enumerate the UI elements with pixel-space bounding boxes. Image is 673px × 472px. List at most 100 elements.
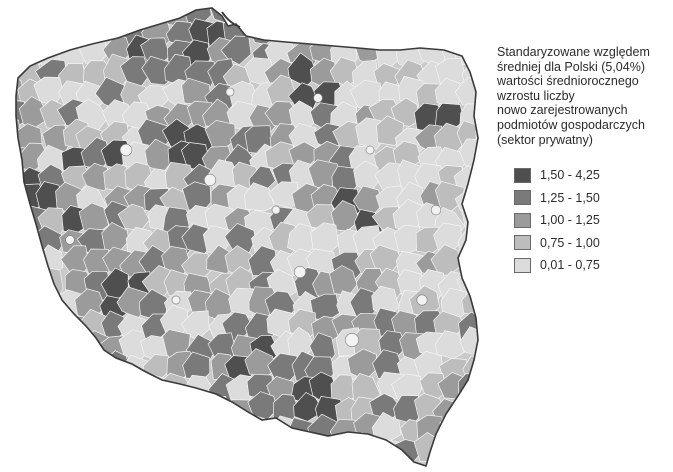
county-region bbox=[312, 459, 343, 466]
county-region bbox=[476, 164, 478, 193]
county-region bbox=[224, 463, 259, 466]
county-region bbox=[139, 396, 170, 425]
county-region bbox=[460, 8, 478, 25]
county-region bbox=[161, 436, 194, 466]
county-region bbox=[16, 373, 26, 403]
county-region bbox=[203, 438, 233, 466]
county-region bbox=[180, 417, 211, 451]
county-region bbox=[159, 461, 191, 466]
county-region bbox=[16, 398, 44, 427]
county-region bbox=[16, 248, 26, 280]
county-region bbox=[390, 97, 421, 127]
county-region bbox=[354, 8, 387, 30]
county-region bbox=[475, 351, 478, 385]
county-region bbox=[81, 162, 112, 191]
county-region bbox=[98, 392, 131, 425]
legend-title: Standaryzowane względem średniej dla Pol… bbox=[497, 45, 669, 147]
legend-title-line: Standaryzowane względem bbox=[497, 45, 650, 59]
county-region bbox=[397, 11, 430, 46]
county-region bbox=[16, 38, 25, 69]
county-region bbox=[60, 14, 89, 44]
legend-swatch bbox=[514, 257, 531, 273]
county-region bbox=[37, 392, 71, 421]
county-region bbox=[265, 461, 296, 466]
legend-label: 0,75 - 1,00 bbox=[540, 235, 600, 250]
county-region bbox=[375, 13, 407, 43]
legend-item: 1,00 - 1,25 bbox=[514, 209, 600, 232]
county-region bbox=[139, 418, 172, 449]
county-region bbox=[123, 440, 158, 466]
legend-title-line: (sektor prywatny) bbox=[497, 132, 593, 147]
legend-label: 1,00 - 1,25 bbox=[540, 213, 600, 228]
county-region bbox=[267, 8, 300, 26]
county-region bbox=[34, 457, 67, 466]
county-region bbox=[120, 377, 152, 406]
legend-label: 1,25 - 1,50 bbox=[540, 190, 600, 205]
city-enclave bbox=[293, 265, 307, 279]
county-region bbox=[459, 326, 478, 357]
county-region bbox=[244, 8, 278, 28]
county-region bbox=[480, 313, 507, 339]
county-region bbox=[81, 394, 109, 422]
county-region bbox=[124, 396, 154, 424]
county-region bbox=[19, 18, 47, 46]
county-region bbox=[431, 8, 463, 25]
county-region bbox=[34, 369, 65, 400]
county-region bbox=[122, 8, 156, 28]
legend-item: 0,01 - 0,75 bbox=[514, 254, 600, 277]
county-region bbox=[314, 8, 346, 28]
county-region bbox=[56, 392, 88, 422]
county-region bbox=[481, 371, 509, 401]
county-regions bbox=[16, 0, 511, 466]
county-region bbox=[164, 389, 194, 420]
county-region bbox=[16, 355, 44, 382]
county-region bbox=[98, 8, 132, 25]
county-region bbox=[78, 441, 106, 466]
county-region bbox=[54, 417, 84, 450]
county-region bbox=[457, 230, 478, 258]
county-region bbox=[63, 375, 91, 406]
county-region bbox=[461, 246, 478, 279]
county-region bbox=[439, 437, 467, 466]
county-region bbox=[482, 329, 511, 356]
county-region bbox=[419, 8, 451, 28]
county-region bbox=[16, 352, 26, 387]
legend-label: 0,01 - 0,75 bbox=[540, 258, 600, 273]
county-region bbox=[202, 395, 231, 428]
county-region bbox=[271, 436, 301, 466]
county-region bbox=[244, 453, 276, 466]
city-enclave bbox=[65, 235, 75, 245]
county-region bbox=[35, 438, 65, 466]
county-region bbox=[36, 347, 68, 382]
legend-title-line: wartości średniorocznego bbox=[497, 74, 639, 89]
county-region bbox=[206, 460, 236, 466]
county-region bbox=[484, 0, 511, 28]
county-region bbox=[54, 356, 87, 387]
county-region bbox=[16, 437, 21, 466]
county-region bbox=[182, 455, 212, 466]
legend-title-line: podmiotów gospodarczych bbox=[497, 117, 645, 132]
county-region bbox=[104, 458, 132, 466]
county-region bbox=[147, 435, 177, 465]
city-enclave bbox=[416, 294, 428, 306]
county-region bbox=[95, 436, 130, 466]
county-region bbox=[307, 434, 338, 466]
legend-title-line: średniej dla Polski (5,04%) bbox=[497, 59, 645, 74]
county-region bbox=[58, 333, 90, 367]
city-enclave bbox=[271, 205, 281, 215]
county-region bbox=[121, 413, 152, 443]
county-region bbox=[477, 185, 478, 218]
county-region bbox=[16, 434, 44, 466]
county-region bbox=[474, 396, 478, 425]
county-region bbox=[138, 458, 170, 466]
county-region bbox=[78, 457, 111, 466]
county-region bbox=[357, 17, 386, 52]
county-region bbox=[223, 417, 253, 449]
county-region bbox=[16, 205, 29, 238]
county-region bbox=[457, 396, 478, 426]
county-region bbox=[419, 21, 450, 51]
county-region bbox=[227, 437, 255, 466]
county-region bbox=[436, 17, 468, 51]
county-region bbox=[326, 458, 357, 466]
